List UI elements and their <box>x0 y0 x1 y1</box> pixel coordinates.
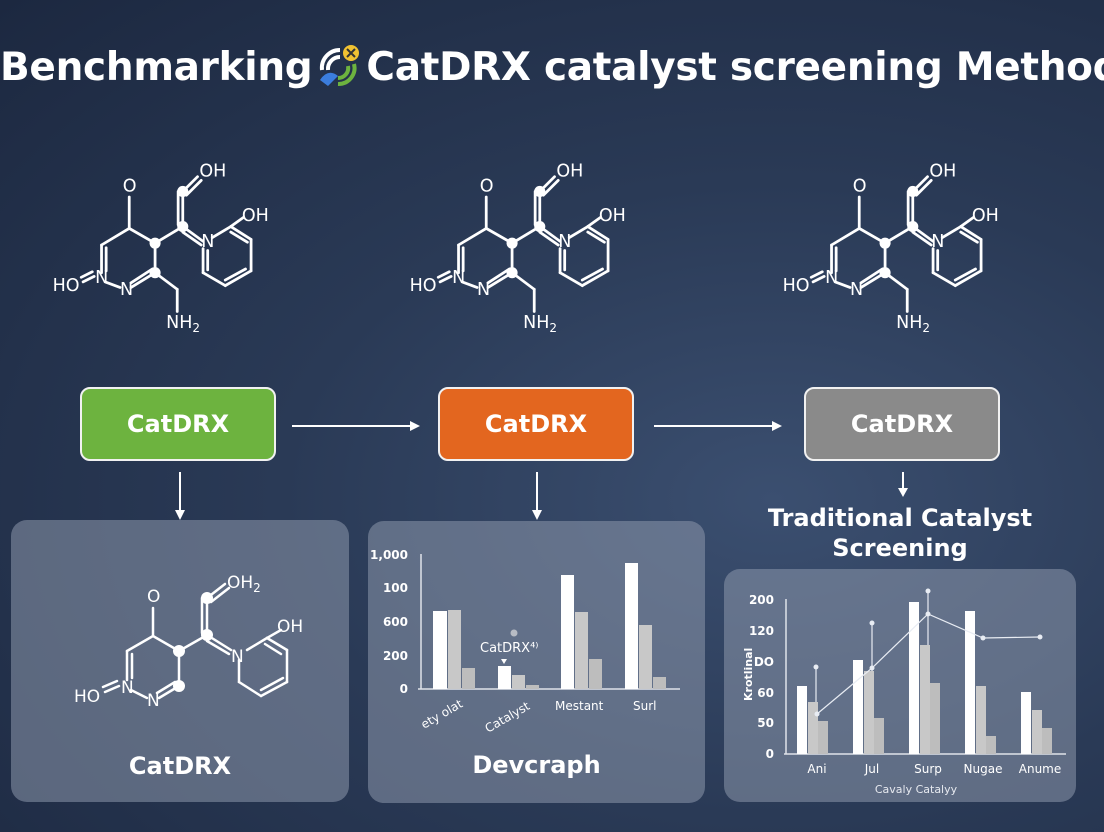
svg-text:0: 0 <box>766 747 774 761</box>
molecule-structure-panel: O OH2 OH N N N HO <box>74 573 303 711</box>
svg-text:N: N <box>850 280 863 300</box>
svg-text:HO: HO <box>74 687 100 707</box>
svg-text:O: O <box>123 176 137 196</box>
stage-box-catdrx-orange: CatDRX <box>438 387 634 461</box>
svg-text:NH2: NH2 <box>166 313 200 335</box>
svg-text:Jul: Jul <box>864 762 879 776</box>
svg-text:O: O <box>853 176 867 196</box>
arrow-down-icon <box>898 472 908 497</box>
svg-text:Anume: Anume <box>1019 762 1062 776</box>
svg-text:N: N <box>201 232 214 252</box>
svg-text:N: N <box>477 280 490 300</box>
svg-text:OH: OH <box>556 162 583 182</box>
svg-text:N: N <box>231 647 244 667</box>
svg-text:600: 600 <box>383 615 408 629</box>
stage-label: CatDRX <box>126 410 230 438</box>
svg-text:Ani: Ani <box>807 762 826 776</box>
traditional-screening-label: Traditional Catalyst Screening <box>767 504 1033 562</box>
arrow-down-icon <box>175 472 185 520</box>
svg-text:Mestant: Mestant <box>555 699 604 713</box>
svg-text:100: 100 <box>383 581 408 595</box>
svg-text:NH2: NH2 <box>523 313 557 335</box>
svg-text:O: O <box>480 176 494 196</box>
svg-text:OH: OH <box>199 162 226 182</box>
svg-text:N: N <box>452 268 465 288</box>
svg-text:60: 60 <box>757 686 774 700</box>
chart-title: Devcraph <box>472 751 601 779</box>
svg-text:OH: OH <box>277 617 303 637</box>
svg-text:N: N <box>95 268 108 288</box>
svg-text:NH2: NH2 <box>896 313 930 335</box>
page-title: Benchmarking CatDRX catalyst screening M… <box>0 40 1104 90</box>
svg-text:Krotlinal: Krotlinal <box>742 648 755 701</box>
panel-traditional-chart: 200 120 DO 60 50 0 Krotlinal <box>724 569 1076 802</box>
title-prefix: Benchmarking <box>0 45 313 90</box>
svg-text:OH2: OH2 <box>227 573 261 595</box>
svg-text:Surl: Surl <box>633 699 657 713</box>
svg-text:ety olat: ety olat <box>419 696 466 731</box>
molecule-structure-3: O OH OH N N N HO NH2 <box>778 145 1018 345</box>
chart-annotation: CatDRX⁴⁾ <box>480 641 539 656</box>
svg-text:HO: HO <box>53 276 80 296</box>
svg-text:OH: OH <box>599 206 626 226</box>
svg-text:HO: HO <box>410 276 437 296</box>
svg-text:200: 200 <box>383 649 408 663</box>
svg-text:OH: OH <box>242 206 269 226</box>
panel-catdrx-molecule: O OH2 OH N N N HO CatDRX <box>11 520 349 802</box>
svg-text:Surp: Surp <box>914 762 942 776</box>
svg-text:OH: OH <box>972 206 999 226</box>
arrow-down-icon <box>532 472 542 520</box>
bar-line-chart: 200 120 DO 60 50 0 Krotlinal <box>742 588 1066 796</box>
stage-label: CatDRX <box>484 410 588 438</box>
svg-text:N: N <box>931 232 944 252</box>
svg-text:DO: DO <box>754 655 774 669</box>
svg-text:0: 0 <box>400 682 408 696</box>
svg-text:200: 200 <box>749 593 774 607</box>
panel-devcraph-chart: 1,000 100 600 200 0 CatDRX⁴⁾ ety olat Ca… <box>368 521 705 803</box>
svg-text:1,000: 1,000 <box>370 548 408 562</box>
svg-text:Nugae: Nugae <box>964 762 1003 776</box>
panel-label: CatDRX <box>128 752 232 780</box>
molecule-structure-2: O OH OH N N N HO NH2 <box>405 145 645 345</box>
catdrx-logo-icon <box>314 40 364 90</box>
stage-box-catdrx-green: CatDRX <box>80 387 276 461</box>
svg-text:N: N <box>147 691 160 711</box>
svg-text:O: O <box>147 587 160 607</box>
svg-text:N: N <box>825 268 838 288</box>
molecule-structure-1: O OH OH N N N HO NH2 <box>48 145 288 345</box>
svg-text:N: N <box>120 280 133 300</box>
stage-label: CatDRX <box>850 410 954 438</box>
svg-text:120: 120 <box>749 624 774 638</box>
svg-text:HO: HO <box>783 276 810 296</box>
svg-text:Catalyst: Catalyst <box>483 699 533 736</box>
svg-text:Cavaly Catalyy: Cavaly Catalyy <box>875 783 958 796</box>
title-suffix: CatDRX catalyst screening Methods <box>366 45 1104 90</box>
svg-text:N: N <box>558 232 571 252</box>
arrow-right-icon <box>292 421 420 431</box>
svg-text:50: 50 <box>757 716 774 730</box>
svg-text:N: N <box>121 678 134 698</box>
stage-box-catdrx-gray: CatDRX <box>804 387 1000 461</box>
arrow-right-icon <box>654 421 782 431</box>
svg-text:OH: OH <box>929 162 956 182</box>
bar-chart: 1,000 100 600 200 0 CatDRX⁴⁾ ety olat Ca… <box>370 548 680 736</box>
